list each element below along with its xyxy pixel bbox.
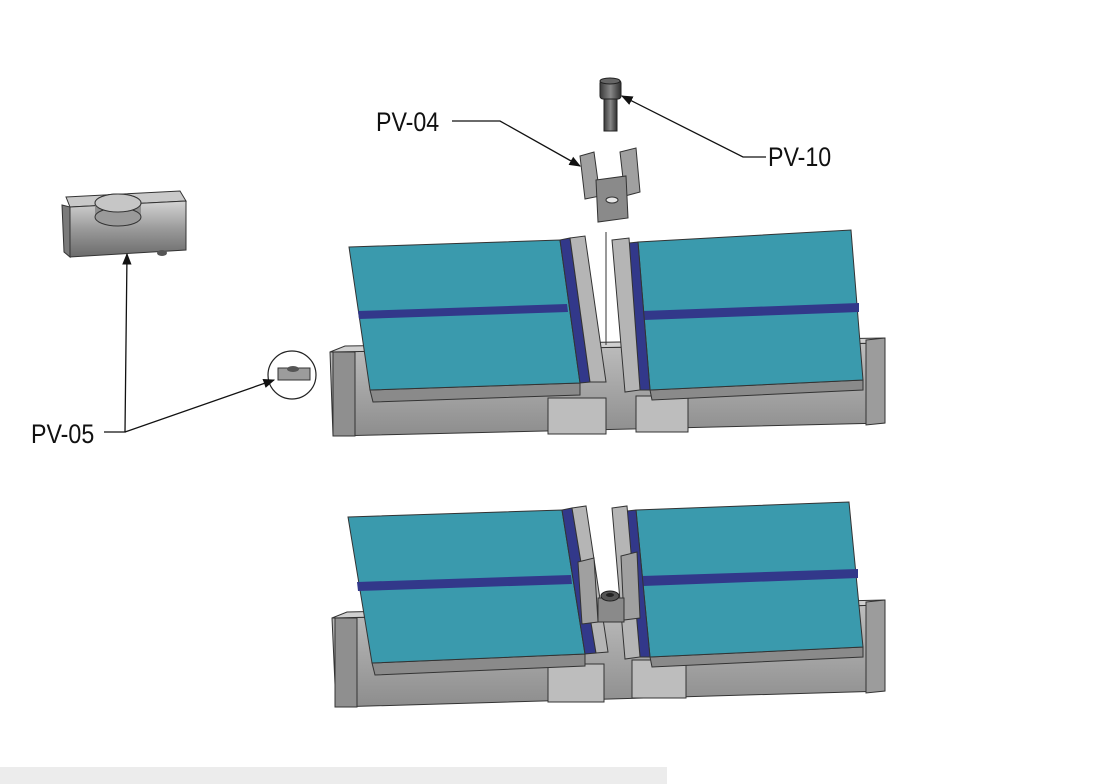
end-clamp-part (579, 147, 641, 223)
solar-panel-top-left (348, 235, 607, 403)
leader-line-pv05-rail (124, 379, 276, 433)
solar-panel-bottom-left (347, 505, 609, 676)
label-pv04: PV-04 (376, 107, 439, 137)
callout-pv05: PV-05 (31, 252, 276, 449)
label-pv05: PV-05 (31, 419, 94, 449)
solar-panel-top-right (611, 229, 864, 401)
installed-clamp (577, 551, 641, 625)
callout-pv10: PV-10 (620, 95, 831, 172)
t-nut-in-rail (267, 350, 317, 400)
t-nut-detail-part (61, 190, 187, 259)
leader-line-pv05-detail (104, 252, 132, 433)
solar-panel-bottom-right (611, 501, 864, 668)
bottom-assembly (331, 501, 886, 708)
label-pv10: PV-10 (768, 142, 831, 172)
leader-line-pv10 (620, 95, 766, 158)
bottom-scroll-area (0, 767, 667, 784)
top-assembly (267, 77, 886, 437)
bolt-part (599, 77, 622, 132)
leader-line-pv04 (452, 120, 582, 167)
callout-pv04: PV-04 (376, 107, 582, 167)
